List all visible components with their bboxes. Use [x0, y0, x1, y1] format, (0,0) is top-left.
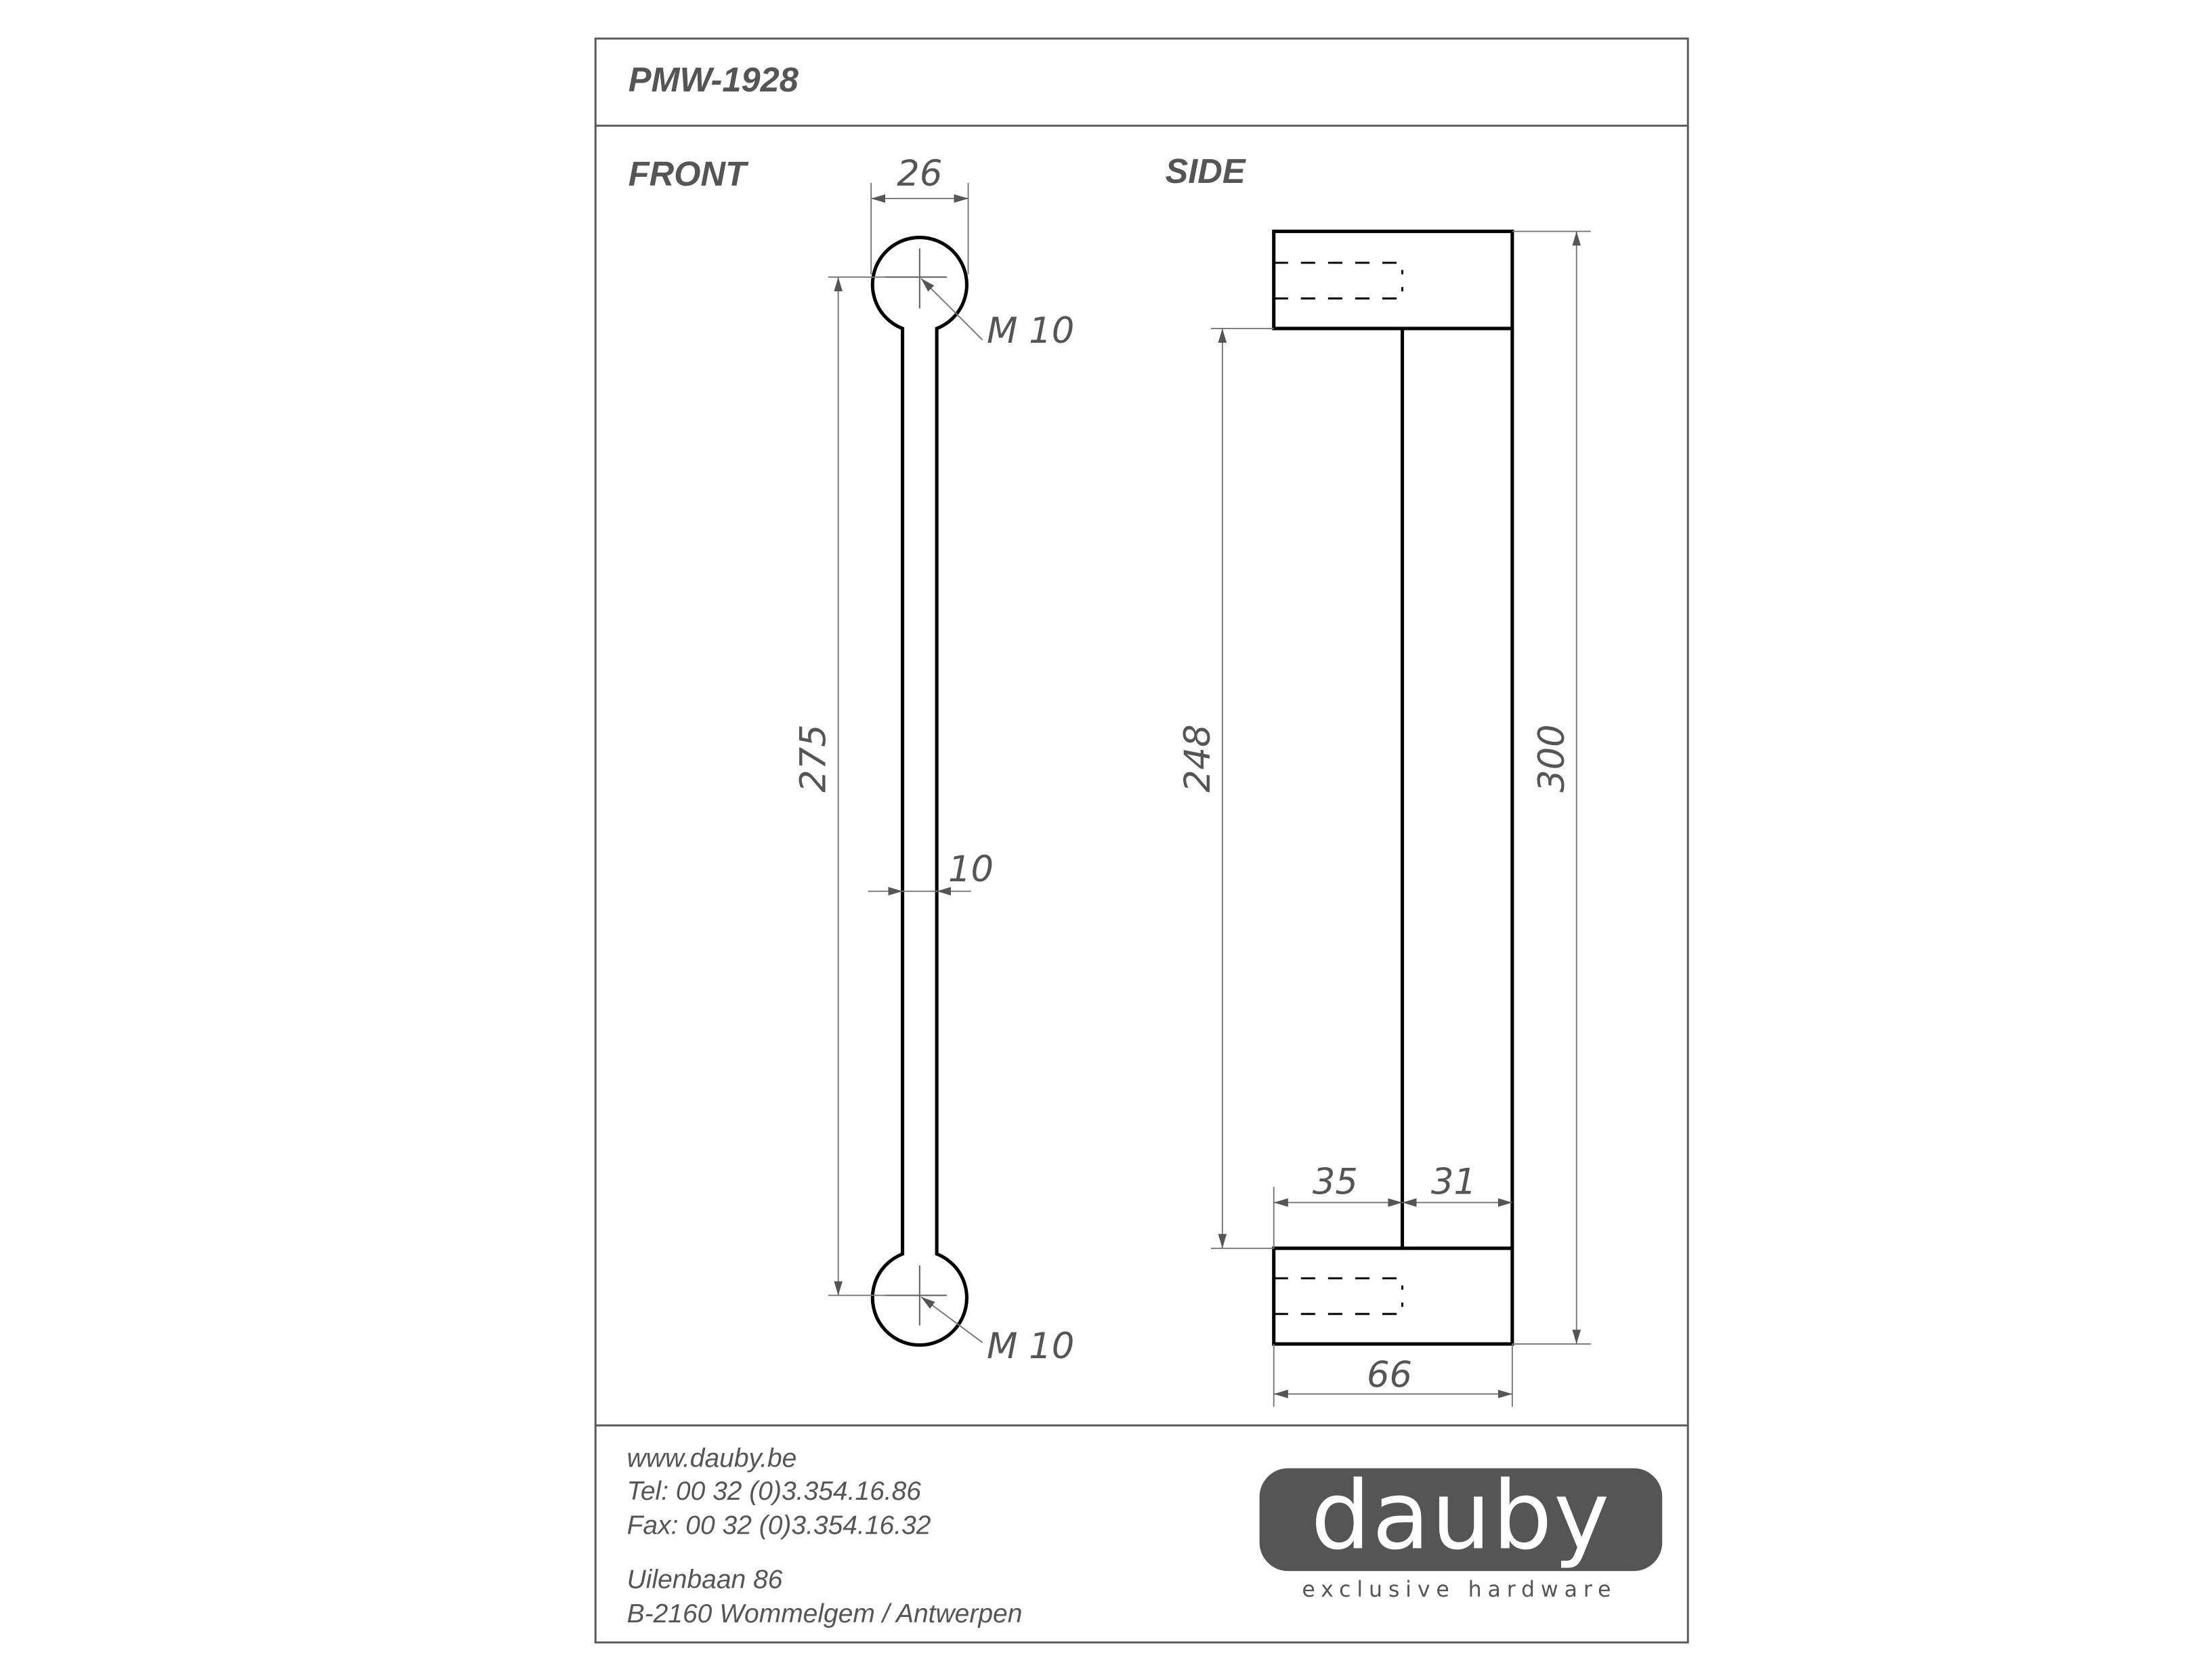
- logo-badge: [1259, 1468, 1663, 1572]
- thread-bottom-leader: [920, 1296, 983, 1343]
- front-view-label: FRONT: [629, 154, 749, 193]
- top-standoff: [1272, 230, 1514, 331]
- dim-bar-diameter: 10: [948, 849, 994, 890]
- front-view-drawing: 26 M 10 M 10 275 10: [793, 153, 1075, 1367]
- dim-projection-inner: 35: [1313, 1162, 1358, 1203]
- dim-inner-length: 248: [1177, 724, 1218, 793]
- dim-bar-width: 31: [1431, 1162, 1476, 1203]
- address-street: Uilenbaan 86: [627, 1565, 783, 1595]
- product-code: PMW-1928: [629, 60, 799, 99]
- bottom-thread-hole-hidden: [1273, 1277, 1403, 1315]
- top-thread-hole-hidden: [1273, 261, 1403, 300]
- website-link[interactable]: www.dauby.be: [627, 1444, 797, 1473]
- side-view-label: SIDE: [1166, 152, 1246, 190]
- dim-thread-bottom: M 10: [987, 1326, 1074, 1367]
- dim-head-diameter: 26: [897, 153, 942, 194]
- logo-tagline: exclusive hardware: [1302, 1578, 1617, 1602]
- address-city: B-2160 Wommelgem / Antwerpen: [627, 1599, 1023, 1628]
- dim-center-distance: 275: [793, 724, 834, 793]
- dim-overall-depth: 66: [1367, 1354, 1412, 1395]
- contact-block: www.dauby.be Tel: 00 32 (0)3.354.16.86 F…: [627, 1444, 1023, 1628]
- bottom-standoff: [1272, 1246, 1514, 1346]
- dim-thread-top: M 10: [987, 310, 1074, 352]
- fax-number: Fax: 00 32 (0)3.354.16.32: [627, 1511, 931, 1540]
- thread-top-leader: [920, 278, 983, 341]
- sheet-frame: [594, 37, 1689, 1644]
- logo-brand: dauby: [1311, 1461, 1611, 1571]
- side-view-drawing: 248 300 35 31 66: [1177, 230, 1591, 1407]
- dauby-logo: dauby exclusive hardware: [1259, 1461, 1663, 1602]
- front-handle-outline: [870, 236, 969, 1347]
- phone-number: Tel: 00 32 (0)3.354.16.86: [627, 1477, 922, 1506]
- dim-overall-length: 300: [1531, 724, 1573, 793]
